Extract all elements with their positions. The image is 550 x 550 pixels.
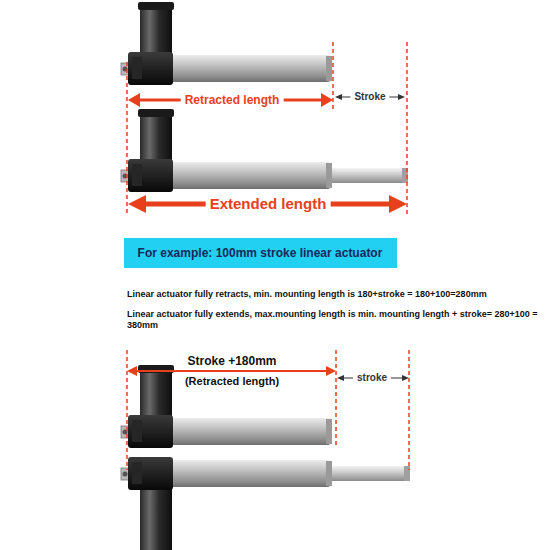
banner-text: For example: 100mm stroke linear actuato… (138, 246, 383, 260)
actuator-body (121, 52, 332, 85)
actuator-body (121, 415, 332, 448)
actuator-body (121, 457, 332, 490)
motor (138, 109, 174, 164)
dimension-label: (Retracted length) (181, 375, 283, 388)
note-text: Linear actuator fully retracts, min. mou… (127, 289, 542, 300)
reference-lines (127, 42, 409, 470)
dimension-label: Stroke (350, 91, 389, 103)
piston-rod (332, 168, 408, 183)
example-banner: For example: 100mm stroke linear actuato… (124, 238, 397, 268)
dimension-label: stroke (353, 372, 391, 384)
motor (138, 2, 174, 57)
dimension-label: Extended length (206, 195, 331, 213)
motor (140, 488, 172, 550)
dimension-arrow (128, 93, 333, 107)
motor (138, 365, 174, 420)
actuator-body (121, 159, 332, 192)
note-text: Linear actuator fully extends, max.mount… (127, 309, 542, 331)
piston-rod (332, 466, 410, 481)
dimension-label: Stroke +180mm (183, 354, 280, 368)
rod-end (404, 466, 410, 481)
dimension-label: Retracted length (181, 93, 284, 107)
dimension-arrow (128, 195, 407, 213)
